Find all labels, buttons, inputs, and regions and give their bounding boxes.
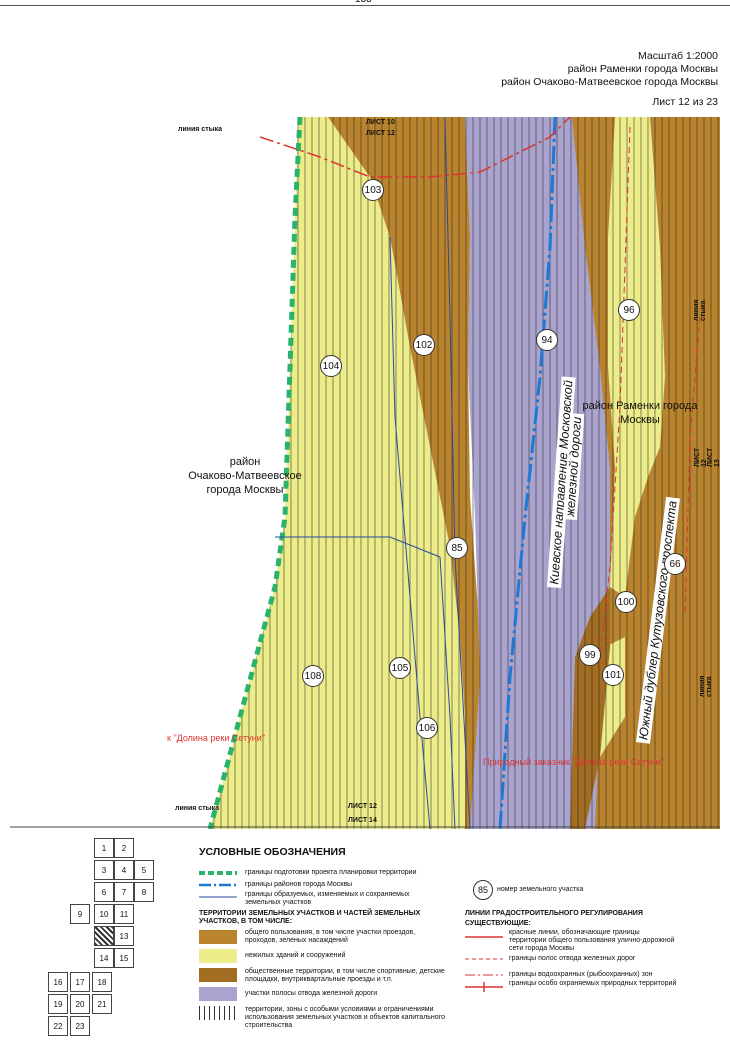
legend-section-territories: ТЕРРИТОРИИ ЗЕМЕЛЬНЫХ УЧАСТКОВ И ЧАСТЕЙ З…	[199, 910, 421, 925]
swatch-restricted	[199, 1006, 237, 1020]
sheet-index-grid: 1 2 3 4 5 6 7 8 9 10 11 13 14 15 16 17 1…	[48, 838, 168, 1038]
district-ramenki-header: район Раменки города Москвы	[567, 63, 718, 75]
parcel-badge: 100	[615, 591, 637, 613]
grid-cell: 6	[94, 882, 114, 902]
red-zakaznik-label: Природный заказник "Долина реки Сетуни"	[483, 757, 664, 767]
map-area: линия стыка ЛИСТ 10 ЛИСТ 12 линия стыка …	[10, 116, 721, 830]
sheet12-top-label: ЛИСТ 12	[366, 130, 395, 137]
legend-nonresidential: нежилых зданий и сооружений	[245, 952, 346, 959]
district-boundary	[498, 116, 557, 830]
grid-cell: 19	[48, 994, 68, 1014]
district-ramenki-label: район Раменки города Москвы	[582, 400, 698, 426]
parcel-badge: 101	[602, 664, 624, 686]
legend-railway-limits: границы полос отвода железных дорог	[509, 955, 636, 962]
swatch-railway-limits	[465, 958, 503, 960]
red-line-road	[599, 126, 631, 658]
grid-cell: 3	[94, 860, 114, 880]
sheet-label: Лист 12 из 23	[652, 96, 718, 108]
top-rule	[0, 5, 730, 6]
right-junction-2: линия стыка	[699, 675, 713, 697]
district-ochakovo-header: район Очаково-Матвеевское города Москвы	[501, 76, 718, 88]
grid-cell: 20	[70, 994, 90, 1014]
junction-label-bottom: линия стыка	[175, 805, 220, 812]
legend: УСЛОВНЫЕ ОБОЗНАЧЕНИЯ границы подготовки …	[187, 838, 687, 1038]
legend-district-boundary: границы районов города Москвы	[245, 881, 353, 888]
swatch-water-zones	[465, 974, 503, 976]
grid-cell: 10	[94, 904, 114, 924]
right-junction-1: линия стыка	[693, 299, 707, 321]
red-line-top	[259, 116, 571, 178]
grid-cell: 1	[94, 838, 114, 858]
parcel-badge: 66	[664, 553, 686, 575]
legend-public: общего пользования, в том числе участки …	[245, 929, 416, 944]
grid-cell: 21	[92, 994, 112, 1014]
parcel-badge: 94	[536, 329, 558, 351]
swatch-nonresidential	[199, 949, 237, 963]
grid-cell: 11	[114, 904, 134, 924]
parcel-badge: 103	[362, 179, 384, 201]
legend-railway: участки полосы отвода железной дороги	[245, 990, 378, 997]
swatch-district-boundary	[199, 883, 237, 887]
grid-cell: 2	[114, 838, 134, 858]
grid-cell: 16	[48, 972, 68, 992]
parcel-badge: 99	[579, 644, 601, 666]
parcel-badge: 96	[618, 299, 640, 321]
sheet12-bottom-label: ЛИСТ 12	[348, 803, 377, 810]
swatch-common	[199, 968, 237, 982]
junction-label-top: линия стыка	[178, 126, 223, 133]
sheet10-label: ЛИСТ 10	[366, 119, 395, 126]
grid-cell: 9	[70, 904, 90, 924]
parcel-badge: 108	[302, 665, 324, 687]
map-header: Масштаб 1:2000 район Раменки города Моск…	[501, 50, 718, 89]
right-sheet13: ЛИСТ 13	[707, 447, 721, 467]
swatch-planning-boundary	[199, 871, 237, 875]
swatch-parcel-boundary	[199, 896, 237, 898]
legend-planning-boundary: границы подготовки проекта планировки те…	[245, 869, 417, 876]
grid-cell: 15	[114, 948, 134, 968]
parcel-badge: 104	[320, 355, 342, 377]
scale-label: Масштаб 1:2000	[638, 50, 718, 62]
legend-water-zones: границы водоохранных (рыбоохранных) зон	[509, 971, 653, 978]
legend-common: общественные территории, в том числе спо…	[245, 968, 445, 983]
district-ochakovo-label: район Очаково-Матвеевское города Москвы	[188, 456, 302, 496]
legend-protected: границы особо охраняемых природных терри…	[509, 980, 677, 987]
grid-cell: 18	[92, 972, 112, 992]
grid-cell: 7	[114, 882, 134, 902]
parcel-badge: 105	[389, 657, 411, 679]
legend-red-lines: красные линии, обозначающие границы терр…	[509, 929, 675, 952]
legend-title: УСЛОВНЫЕ ОБОЗНАЧЕНИЯ	[199, 846, 346, 858]
legend-parcel-badge: 85	[473, 880, 493, 900]
grid-cell: 8	[134, 882, 154, 902]
legend-section-lines: ЛИНИИ ГРАДОСТРОИТЕЛЬНОГО РЕГУЛИРОВАНИЯ	[465, 910, 643, 917]
grid-cell: 4	[114, 860, 134, 880]
red-valley-label: к "Долина реки Сетуни"	[167, 733, 265, 743]
grid-cell: 23	[70, 1016, 90, 1036]
parcel-badge: 85	[446, 537, 468, 559]
legend-restricted: территории, зоны с особыми условиями и о…	[245, 1006, 445, 1029]
grid-cell: 13	[114, 926, 134, 946]
grid-cell: 14	[94, 948, 114, 968]
swatch-red-lines	[465, 936, 503, 938]
right-sheet12: ЛИСТ 12	[694, 447, 708, 467]
swatch-protected	[465, 982, 503, 992]
legend-parcel-boundary: границы образуемых, изменяемых и сохраня…	[245, 891, 410, 906]
swatch-public	[199, 930, 237, 944]
grid-cell: 5	[134, 860, 154, 880]
legend-parcel-number: номер земельного участка	[497, 886, 584, 893]
planning-boundary	[207, 116, 303, 830]
grid-cell: 22	[48, 1016, 68, 1036]
map-canvas	[10, 116, 720, 830]
grid-cell: 17	[70, 972, 90, 992]
grid-cell-current	[94, 926, 114, 946]
sheet14-label: ЛИСТ 14	[348, 817, 377, 824]
parcel-badge: 102	[413, 334, 435, 356]
parcel-badge: 106	[416, 717, 438, 739]
swatch-railway	[199, 987, 237, 1001]
page-number: 133	[355, 0, 372, 5]
legend-existing: СУЩЕСТВУЮЩИЕ:	[465, 920, 531, 927]
